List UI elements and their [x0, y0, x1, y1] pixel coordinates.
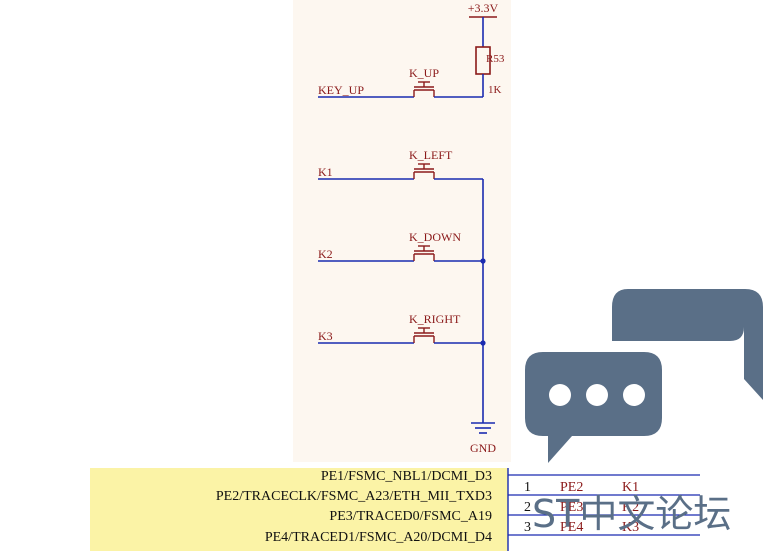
power-label: +3.3V — [468, 1, 499, 15]
pin-net: K2 — [622, 500, 639, 515]
pin-net: K3 — [622, 520, 639, 535]
switch-row-k-down — [318, 245, 483, 262]
switch-row-k-left — [318, 163, 483, 180]
switch-row-key-up — [318, 81, 483, 98]
mcu-pin-label: PE1/FSMC_NBL1/DCMI_D3 — [321, 469, 492, 484]
net-label-k2: K2 — [318, 247, 333, 261]
mcu-pin-label: PE4/TRACED1/FSMC_A20/DCMI_D4 — [265, 530, 492, 545]
switch-k-left-symbol — [413, 163, 435, 179]
schematic-panel — [293, 0, 511, 462]
resistor-ref: R53 — [486, 53, 505, 65]
mcu-pin-label: PE3/TRACED0/FSMC_A19 — [329, 509, 492, 524]
mcu-pin-wires — [508, 474, 700, 536]
switch-row-k-right — [318, 327, 483, 344]
net-label-k1: K1 — [318, 165, 333, 179]
watermark-text: ST中文论坛 — [532, 492, 731, 536]
pin-name: PE3 — [560, 500, 583, 515]
ground-label: GND — [470, 441, 496, 455]
switch-label-k-down: K_DOWN — [409, 230, 461, 244]
pin-name: PE4 — [560, 520, 583, 535]
resistor-value: 1K — [488, 84, 502, 96]
switch-label-k-right: K_RIGHT — [409, 312, 461, 326]
switch-k-right-symbol — [413, 327, 435, 343]
pin-name: PE2 — [560, 480, 583, 495]
mcu-pin-label: PE2/TRACECLK/FSMC_A23/ETH_MII_TXD3 — [216, 489, 492, 504]
pin-number: 2 — [524, 500, 531, 515]
switch-label-k-up: K_UP — [409, 66, 439, 80]
pin-number: 3 — [524, 520, 531, 535]
pin-net: K1 — [622, 480, 639, 495]
pin-number: 1 — [524, 480, 531, 495]
switch-k-down-symbol — [413, 245, 435, 261]
ground-symbol — [471, 422, 495, 434]
net-label-key-up: KEY_UP — [318, 83, 364, 97]
power-symbol — [469, 16, 497, 47]
chat-bubbles-icon — [525, 289, 763, 463]
mcu-pin-block — [90, 468, 508, 551]
ground-bus — [480, 179, 486, 423]
switch-label-k-left: K_LEFT — [409, 148, 453, 162]
net-label-k3: K3 — [318, 329, 333, 343]
switch-k-up-symbol — [413, 81, 435, 97]
